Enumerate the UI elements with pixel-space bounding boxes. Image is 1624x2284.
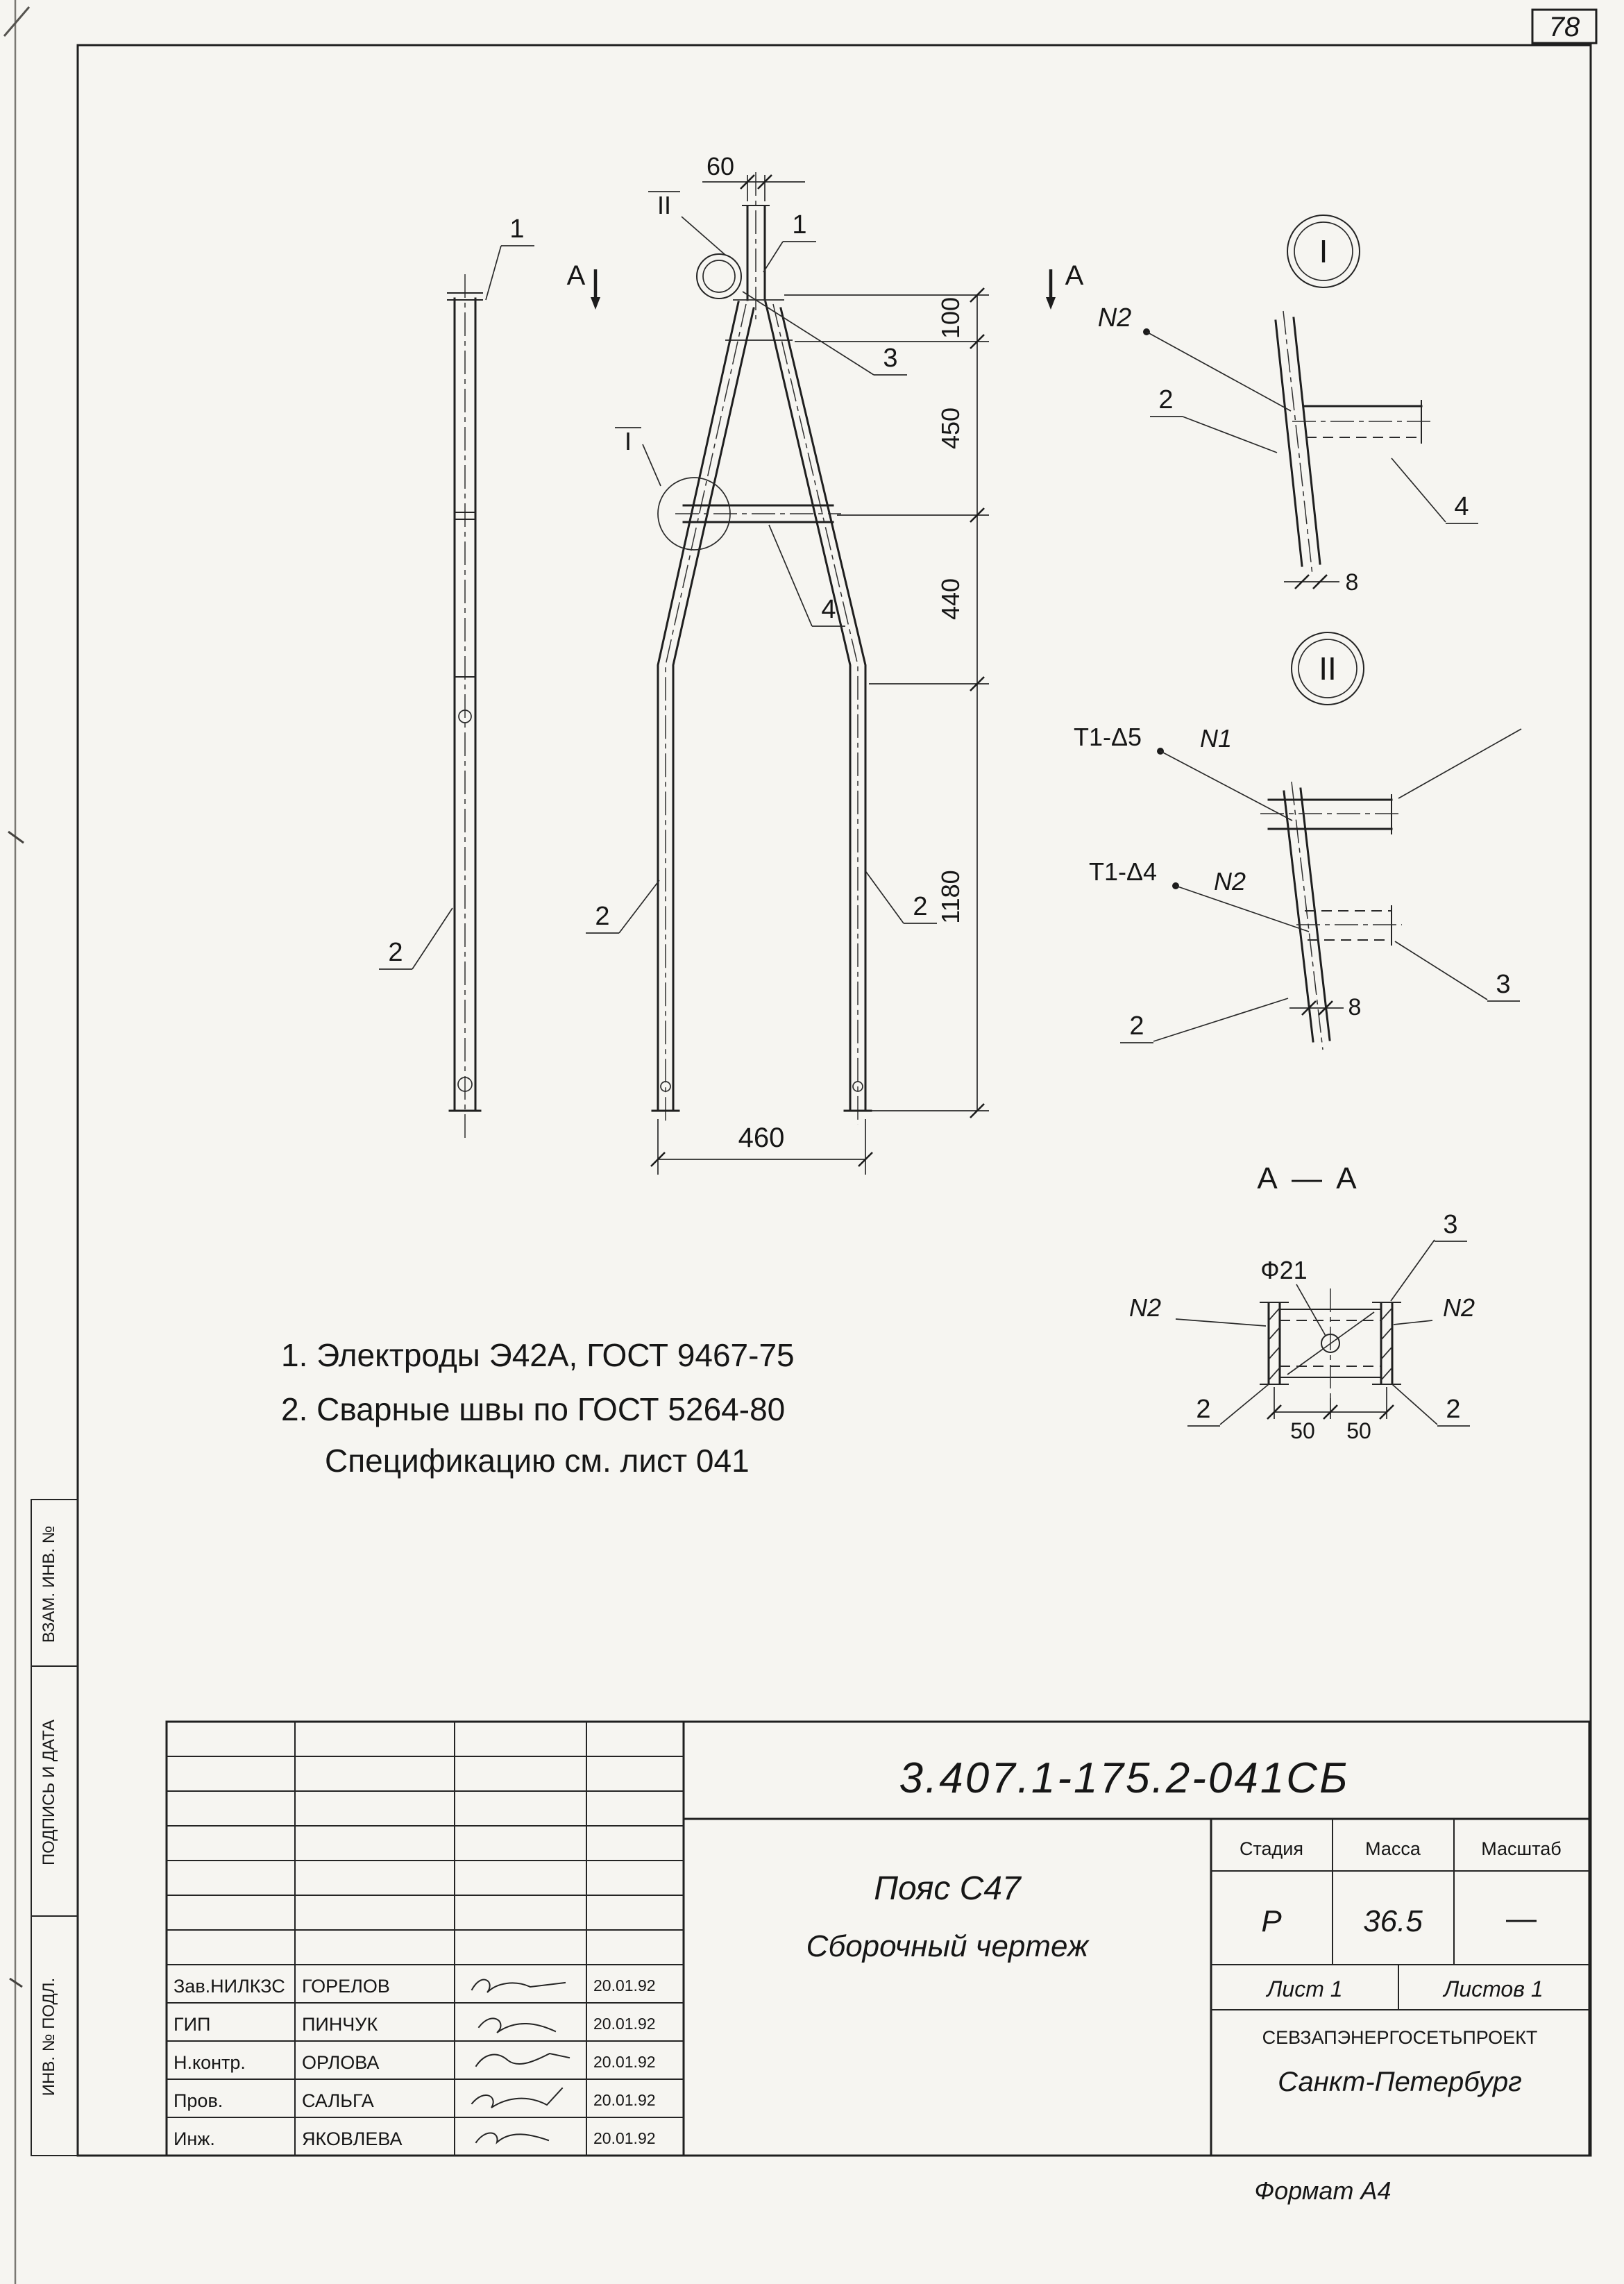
sig-name-2: ОРЛОВА xyxy=(302,2052,379,2073)
dim-100-label: 100 xyxy=(936,297,965,339)
drawing-title-line2: Сборочный чертеж xyxy=(806,1929,1090,1963)
callout-2-left-section: 2 xyxy=(1196,1395,1210,1424)
weld-t1d5-label: Т1-Δ5 xyxy=(1074,723,1142,751)
weld-size-8-detail-ii: 8 xyxy=(1348,994,1362,1021)
side-box-vzam-inv: ВЗАМ. ИНВ. № xyxy=(40,1526,58,1643)
sig-role-3: Пров. xyxy=(174,2090,223,2111)
callout-2-detail-i: 2 xyxy=(1158,385,1173,414)
dim-460: 460 xyxy=(650,1119,873,1175)
scan-artifacts xyxy=(3,0,31,2284)
stage-header: Стадия xyxy=(1240,1838,1303,1859)
weld-n2-left-section: N2 xyxy=(1129,1293,1161,1322)
sig-role-0: Зав.НИЛКЗС xyxy=(174,1976,285,1997)
callout-4-detail-i: 4 xyxy=(1454,492,1469,521)
signature-rows: Зав.НИЛКЗС ГОРЕЛОВ 20.01.92 ГИП ПИНЧУК 2… xyxy=(174,1976,656,2149)
sig-name-3: САЛЬГА xyxy=(302,2090,374,2111)
dim-1180-label: 1180 xyxy=(936,870,965,923)
page-number: 78 xyxy=(1549,12,1580,42)
sig-date-1: 20.01.92 xyxy=(593,2015,656,2033)
sig-role-4: Инж. xyxy=(174,2128,215,2149)
mass-header: Масса xyxy=(1365,1838,1421,1859)
weld-n1-label: N1 xyxy=(1200,724,1232,753)
detail-ii-title: II xyxy=(1319,650,1337,687)
section-a-a-view: А — А Ф21 3 N2 N2 2 xyxy=(1129,1161,1475,1443)
dim-460-label: 460 xyxy=(738,1123,785,1153)
mass-value: 36.5 xyxy=(1363,1904,1423,1938)
dim-chain-right: 100 450 440 1180 xyxy=(784,287,989,1118)
sheet-number-cell: Лист 1 xyxy=(1265,1976,1342,2001)
sig-date-4: 20.01.92 xyxy=(593,2129,656,2147)
callout-2-detail-ii: 2 xyxy=(1129,1011,1144,1041)
dim-450-label: 450 xyxy=(936,408,965,449)
organization-city: Санкт-Петербург xyxy=(1278,2067,1522,2097)
dim-50-left-label: 50 xyxy=(1290,1418,1315,1443)
drawing-frame xyxy=(76,44,1592,2157)
page-number-box: 78 xyxy=(1531,8,1598,44)
sig-date-2: 20.01.92 xyxy=(593,2053,656,2071)
callout-3-section: 3 xyxy=(1443,1210,1457,1239)
detail-ii-view: II Т1-Δ5 N1 Т1-Δ4 N2 3 2 xyxy=(1074,632,1522,1050)
pole-side-view: 1 2 xyxy=(379,215,534,1139)
note-line-3: Спецификацию см. лист 041 xyxy=(325,1443,750,1479)
sig-name-4: ЯКОВЛЕВА xyxy=(302,2128,402,2149)
sheets-total-cell: Листов 1 xyxy=(1442,1976,1543,2001)
note-line-2: 2. Сварные швы по ГОСТ 5264-80 xyxy=(281,1391,785,1427)
section-aa-title: А — А xyxy=(1257,1161,1359,1195)
weld-n2-label-detail-ii: N2 xyxy=(1214,867,1246,896)
callout-2-label: 2 xyxy=(388,938,403,967)
callout-2-left-leg: 2 xyxy=(595,902,609,931)
signature-scribbles xyxy=(471,1979,570,2144)
callout-2-right-leg: 2 xyxy=(913,892,927,921)
detail-ii-mark: II xyxy=(657,191,671,219)
weld-n2-right-section: N2 xyxy=(1443,1293,1475,1322)
sig-date-3: 20.01.92 xyxy=(593,2091,656,2109)
dim-440-label: 440 xyxy=(936,578,965,620)
doc-number: 3.407.1-175.2-041СБ xyxy=(899,1754,1350,1802)
sig-role-2: Н.контр. xyxy=(174,2052,246,2073)
callout-1-label: 1 xyxy=(509,215,524,244)
weld-size-8-detail-i: 8 xyxy=(1346,569,1359,596)
dim-50-right-label: 50 xyxy=(1346,1418,1371,1443)
callout-3-label: 3 xyxy=(883,344,897,373)
sig-name-0: ГОРЕЛОВ xyxy=(302,1976,390,1997)
scale-value: — xyxy=(1506,1901,1537,1935)
weld-t1d4-label: Т1-Δ4 xyxy=(1089,857,1157,886)
a-frame-front-view: I II 1 3 4 2 2 А А 60 xyxy=(567,152,1084,1175)
dim-60-label: 60 xyxy=(707,152,734,180)
scale-header: Масштаб xyxy=(1481,1838,1562,1859)
callout-4-label: 4 xyxy=(821,595,836,624)
section-a-left: А xyxy=(567,260,586,291)
sig-role-1: ГИП xyxy=(174,2014,210,2035)
dim-hole-dia-label: Ф21 xyxy=(1260,1256,1307,1284)
callout-2-right-section: 2 xyxy=(1446,1395,1460,1424)
side-box-podpis-data: ПОДПИСЬ И ДАТА xyxy=(40,1720,58,1865)
drawing-title-line1: Пояс С47 xyxy=(874,1870,1022,1907)
organization-name: СЕВЗАПЭНЕРГОСЕТЬПРОЕКТ xyxy=(1262,2027,1538,2048)
title-block: 3.407.1-175.2-041СБ Пояс С47 Сборочный ч… xyxy=(165,1720,1591,2157)
callout-1-apex-label: 1 xyxy=(792,210,806,240)
section-a-right: А xyxy=(1065,260,1084,291)
notes: 1. Электроды Э42А, ГОСТ 9467-75 2. Сварн… xyxy=(281,1337,795,1479)
detail-i-view: I N2 2 4 8 xyxy=(1098,215,1478,596)
callout-3-detail-ii: 3 xyxy=(1496,970,1510,999)
note-line-1: 1. Электроды Э42А, ГОСТ 9467-75 xyxy=(281,1337,795,1373)
side-box-inv-podl: ИНВ. № ПОДЛ. xyxy=(40,1978,58,2096)
weld-n2-label-detail-i: N2 xyxy=(1098,303,1132,333)
sig-name-1: ПИНЧУК xyxy=(302,2014,378,2035)
detail-i-title: I xyxy=(1319,233,1328,269)
side-attribute-column: ВЗАМ. ИНВ. № ПОДПИСЬ И ДАТА ИНВ. № ПОДЛ. xyxy=(31,1499,78,2156)
format-note: Формат А4 xyxy=(1255,2176,1392,2205)
detail-i-mark: I xyxy=(625,427,632,455)
sig-date-0: 20.01.92 xyxy=(593,1976,656,1995)
stage-value: Р xyxy=(1261,1904,1282,1938)
